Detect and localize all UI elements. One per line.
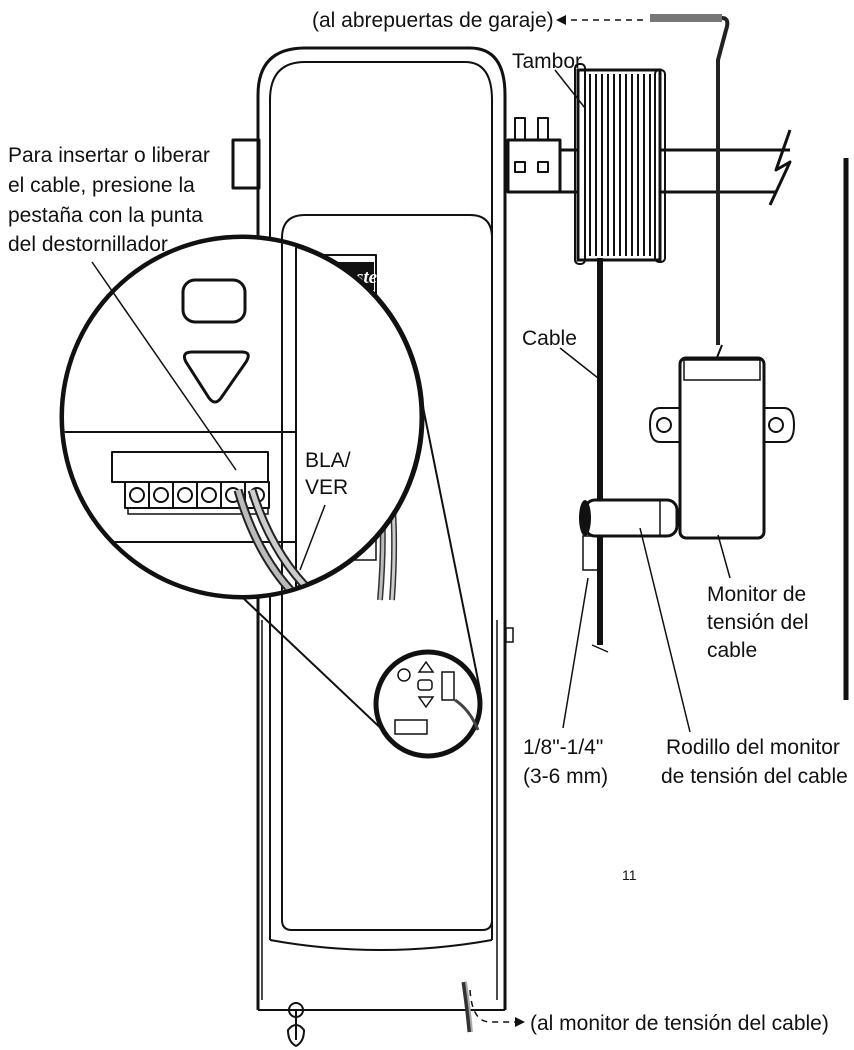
gap-label-1: 1/8"-1/4" [523, 736, 603, 759]
leader-lines [91, 15, 731, 1027]
wire-color-label-1: BLA/ [305, 449, 351, 472]
instruction-line-2: el cable, presione la [8, 174, 195, 197]
monitor-label-1: Monitor de [707, 583, 806, 606]
roller-label-2: de tensión del cable [661, 765, 848, 788]
bottom-hardware [287, 981, 473, 1047]
inset-circle [373, 649, 483, 759]
page-number: 11 [622, 867, 637, 883]
monitor-label-3: cable [707, 639, 757, 662]
drum-assembly [506, 63, 792, 265]
cable-label: Cable [522, 327, 577, 350]
wire-color-label-2: VER [305, 476, 348, 499]
opener-label: (al abrepuertas de garaje) [312, 9, 554, 32]
operator-housing [231, 46, 514, 1011]
cable [591, 258, 609, 653]
instruction-line-1: Para insertar o liberar [8, 144, 210, 167]
instruction-line-3: pestaña con la punta [8, 204, 203, 227]
monitor-wire-label: (al monitor de tensión del cable) [530, 1012, 829, 1035]
gap-label-2: (3-6 mm) [523, 765, 608, 788]
monitor-label-2: tensión del [707, 611, 809, 634]
cable-tension-monitor [579, 356, 795, 571]
drum-label: Tambor [512, 50, 582, 73]
terminal-screws [124, 481, 270, 515]
instruction-line-4: del destornillador [8, 233, 168, 256]
drum-windings [589, 74, 651, 256]
roller-label-1: Rodillo del monitor [666, 736, 840, 759]
